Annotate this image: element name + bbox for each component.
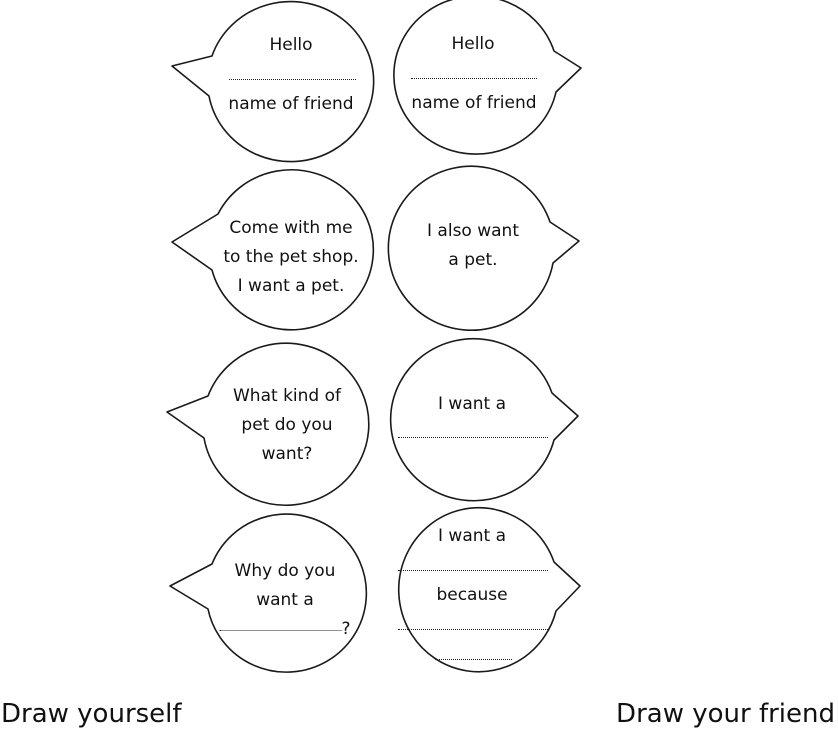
bubble-also-want-text: I also want a pet.: [427, 217, 519, 275]
draw-your-friend-label: Draw your friend: [616, 699, 835, 729]
bubble-i-want-text: I want a: [438, 390, 506, 419]
bubble-line: want a: [256, 590, 314, 610]
bubble-line: name of friend: [411, 93, 537, 113]
bubble-line: I also want: [427, 221, 519, 241]
speech-bubble-outline: [169, 513, 368, 673]
speech-bubble-outline: [171, 168, 375, 331]
bubble-line: a pet.: [448, 250, 498, 270]
bubble-because-i-want: I want a: [438, 522, 506, 551]
blank-line: [219, 630, 342, 631]
bubble-hello-right-hint: name of friend: [411, 89, 536, 118]
blank-line: [411, 78, 537, 79]
bubble-line: I want a: [438, 526, 506, 546]
blank-line: [398, 629, 548, 630]
bubble-line: I want a pet.: [237, 276, 345, 296]
bubble-line: because: [436, 585, 508, 605]
speech-bubble-outline: [389, 337, 579, 502]
question-mark: ?: [341, 619, 351, 639]
bubble-line-with-blank: ?: [219, 615, 351, 644]
blank-line: [435, 659, 512, 660]
blank-line: [229, 79, 356, 80]
bubble-why-text: Why do you want a ?: [219, 557, 351, 644]
bubble-line: to the pet shop.: [223, 247, 359, 267]
bubble-line: Come with me: [229, 218, 353, 238]
speech-bubble-outline: [171, 0, 375, 163]
bubble-hello-right-text: Hello: [451, 30, 494, 59]
bubble-hello-left-hint: name of friend: [228, 90, 353, 119]
bubble-hello-left-text: Hello: [269, 31, 312, 60]
bubble-line: I want a: [438, 394, 506, 414]
bubble-line: name of friend: [228, 94, 354, 114]
draw-yourself-label: Draw yourself: [1, 699, 182, 729]
bubble-line: Hello: [451, 34, 495, 54]
bubble-line: want?: [261, 444, 313, 464]
blank-line: [398, 570, 548, 571]
speech-bubble-outline: [166, 342, 370, 507]
speech-bubble-outline: [387, 165, 580, 331]
speech-bubble-outline: [393, 0, 582, 155]
bubble-line: pet do you: [241, 415, 333, 435]
bubble-what-kind-text: What kind of pet do you want?: [233, 382, 341, 469]
bubble-because-word: because: [436, 581, 507, 610]
bubble-line: Hello: [269, 35, 313, 55]
bubble-invite-text: Come with me to the pet shop. I want a p…: [223, 214, 358, 301]
blank-line: [398, 437, 548, 438]
bubble-line: Why do you: [234, 561, 336, 581]
bubble-line: What kind of: [233, 386, 341, 406]
speech-bubble-outline: [397, 507, 581, 673]
